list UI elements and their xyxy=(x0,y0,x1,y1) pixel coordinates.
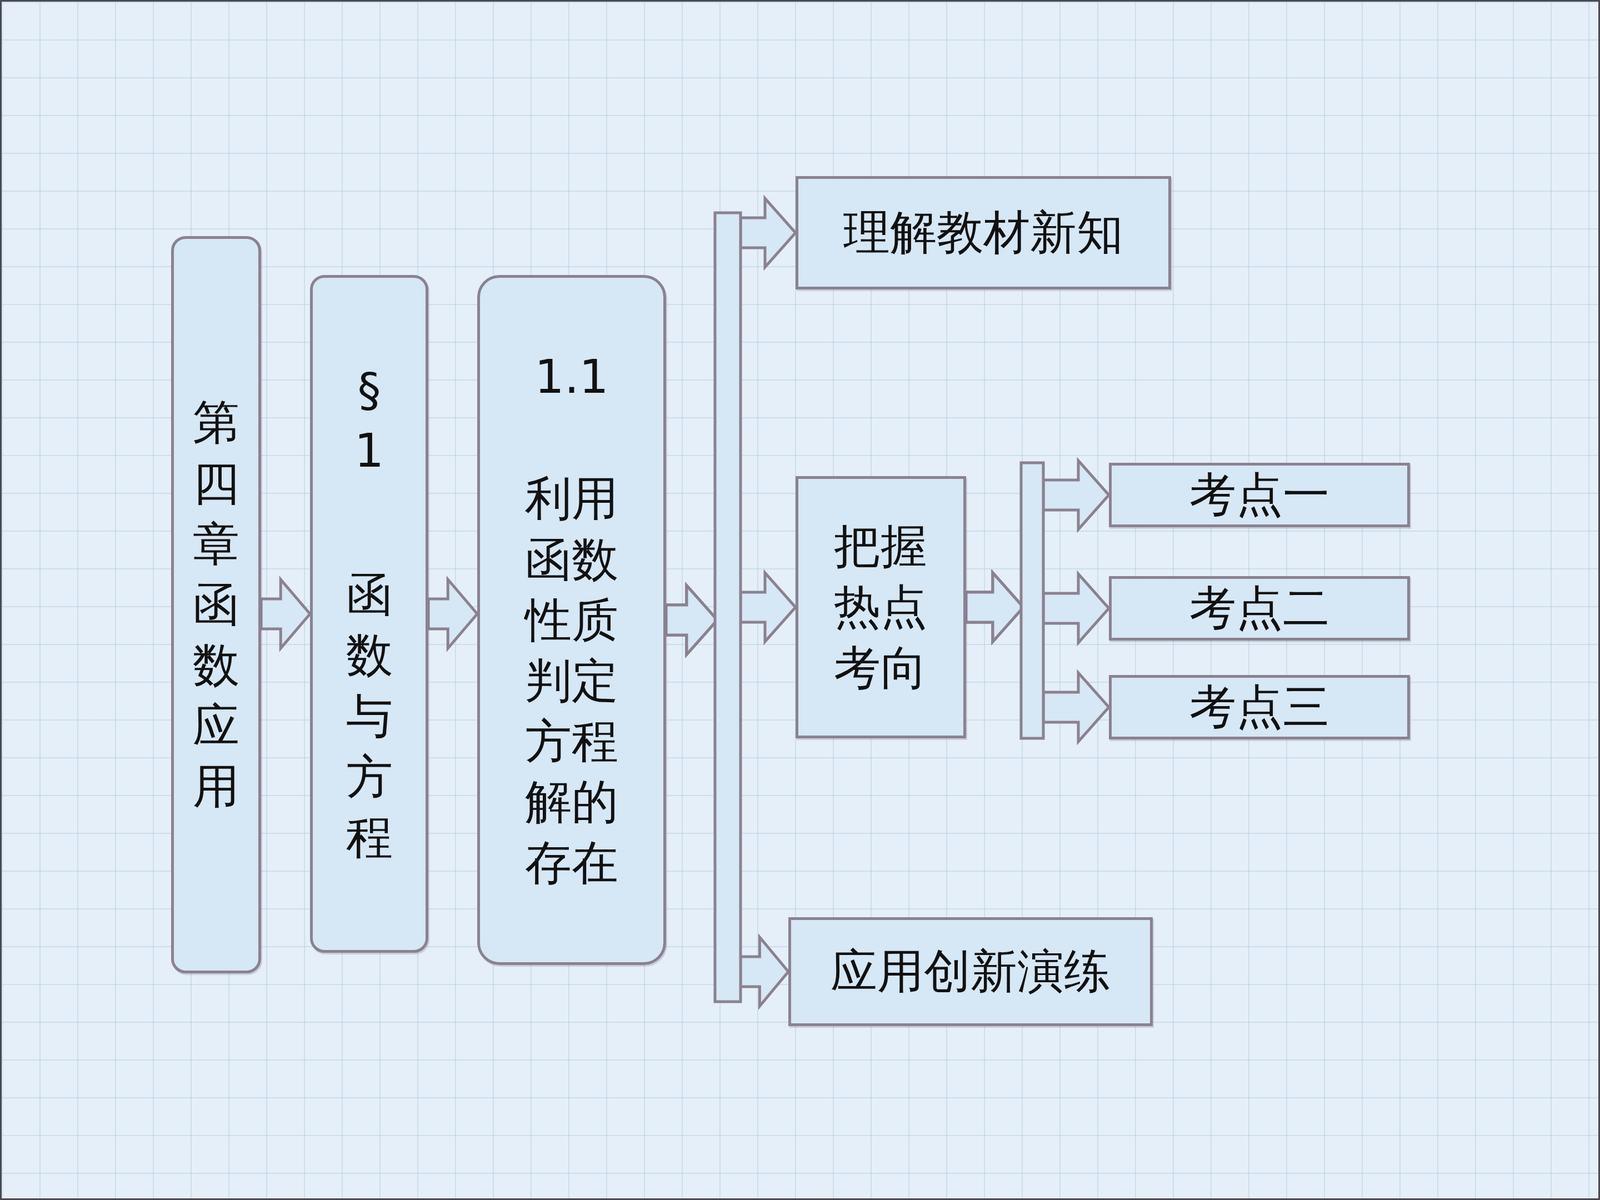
block-arrow xyxy=(740,937,789,1007)
topic-box: 考点二 xyxy=(1108,576,1410,641)
block-arrow xyxy=(428,579,478,649)
block-arrow xyxy=(740,198,796,268)
topic-box: 考点三 xyxy=(1108,675,1410,740)
box-text: 应用创新演练 xyxy=(830,941,1111,1002)
box-text: 第四章函数应用 xyxy=(191,392,242,817)
branch-bar xyxy=(1021,462,1044,739)
lesson-box: 1.1 利用函数性质判定方程解的存在 xyxy=(477,275,667,965)
block-arrow xyxy=(666,585,718,655)
connector xyxy=(428,579,478,649)
block-arrow xyxy=(666,585,718,655)
block-arrow xyxy=(1043,672,1109,742)
part-box: 理解教材新知 xyxy=(795,176,1172,290)
block-arrow xyxy=(1043,573,1109,643)
box-text: 把握热点考向 xyxy=(831,516,930,699)
topic-box: 考点一 xyxy=(1108,462,1410,528)
branch-bar xyxy=(715,212,741,1002)
box-text: 利用函数性质判定方程解的存在 xyxy=(522,468,622,893)
box-text: 函数与方程 xyxy=(343,564,395,868)
box-text: §1 xyxy=(343,360,395,482)
box-text: 1.1 xyxy=(534,346,609,408)
connector xyxy=(261,579,310,649)
box-text: 考点一 xyxy=(1189,464,1330,525)
block-arrow xyxy=(261,579,310,649)
block-arrow xyxy=(966,572,1024,642)
part-box: 把握热点考向 xyxy=(795,476,967,739)
block-arrow xyxy=(666,585,718,655)
box-text: 考点二 xyxy=(1189,577,1330,639)
chapter-box: 第四章函数应用 xyxy=(171,236,262,974)
part-box: 应用创新演练 xyxy=(788,917,1153,1027)
section-box: §1 函数与方程 xyxy=(310,275,429,953)
block-arrow xyxy=(1043,460,1109,530)
block-arrow xyxy=(966,572,1024,642)
box-text: 理解教材新知 xyxy=(843,202,1124,263)
box-text: 考点三 xyxy=(1189,676,1330,738)
block-arrow xyxy=(740,572,796,642)
block-arrow xyxy=(966,572,1024,642)
